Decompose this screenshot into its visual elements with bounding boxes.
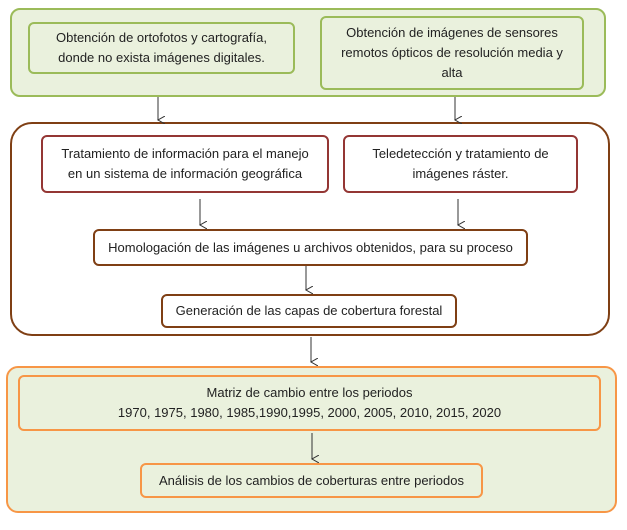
change-matrix-title: Matriz de cambio entre los periodos (206, 385, 413, 400)
box-forest-cover-layers: Generación de las capas de cobertura for… (161, 294, 457, 328)
box-change-matrix: Matriz de cambio entre los periodos 1970… (18, 375, 601, 431)
box-ortophotos-label: Obtención de ortofotos y cartografía, do… (55, 30, 267, 65)
box-ortophotos: Obtención de ortofotos y cartografía, do… (28, 22, 295, 74)
box-optical-sensors: Obtención de imágenes de sensores remoto… (320, 16, 584, 90)
box-homologation-label: Homologación de las imágenes u archivos … (108, 239, 513, 255)
box-gis-treatment: Tratamiento de información para el manej… (41, 135, 329, 193)
box-cover-change-analysis: Análisis de los cambios de coberturas en… (140, 463, 483, 498)
box-remote-sensing-label: Teledetección y tratamiento de imágenes … (372, 146, 549, 181)
box-remote-sensing: Teledetección y tratamiento de imágenes … (343, 135, 578, 193)
box-optical-sensors-label: Obtención de imágenes de sensores remoto… (341, 25, 563, 80)
box-cover-change-analysis-label: Análisis de los cambios de coberturas en… (159, 472, 464, 488)
box-gis-treatment-label: Tratamiento de información para el manej… (61, 146, 309, 181)
box-homologation: Homologación de las imágenes u archivos … (93, 229, 528, 266)
change-matrix-periods: 1970, 1975, 1980, 1985,1990,1995, 2000, … (117, 405, 502, 420)
box-forest-cover-layers-label: Generación de las capas de cobertura for… (175, 303, 443, 318)
